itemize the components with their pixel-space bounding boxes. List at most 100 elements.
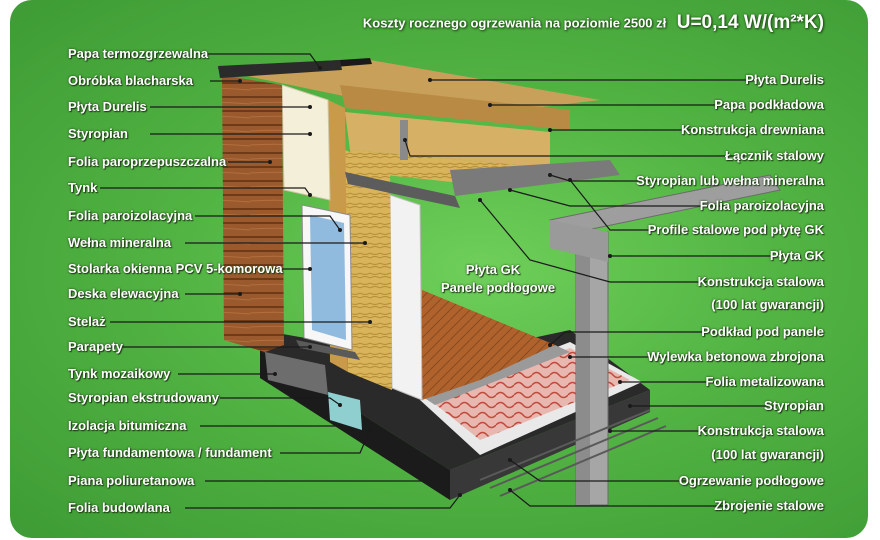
label-right-14: Konstrukcja stalowa [697,423,824,438]
label-left-4: Folia paroprzepuszczalna [68,154,227,169]
label-right-6: Profile stalowe pod płytę GK [647,222,824,237]
leader-dot [608,254,612,258]
leader-dot [508,488,512,492]
label-left-11: Parapety [68,339,123,354]
label-left-17: Folia budowlana [68,500,170,515]
window-sill [296,340,360,360]
leader-dot [508,188,512,192]
label-left-15: Płyta fundamentowa / fundament [68,445,272,460]
leader-line [404,139,745,157]
label-left-9: Deska elewacyjna [68,286,179,301]
ceiling-plasterboard [345,172,460,208]
label-left-6: Folia paroizolacyjna [68,208,193,223]
leader-dot [568,355,572,359]
leader-dot [308,193,312,197]
leader-dot [508,458,512,462]
leader-line [100,187,311,196]
steel-bracket [550,220,608,262]
label-right-5: Folia paroizolacyjna [699,198,824,213]
label-right-7: Płyta GK [769,248,824,263]
label-right-12: Folia metalizowana [705,374,824,389]
u-value-text: U=0,14 W/(m²*K) [676,12,824,33]
leader-dot [268,160,272,164]
heating-cost-text: Koszty rocznego ogrzewania na poziomie 2… [362,15,667,31]
leader-lines [100,53,785,509]
label-right-13: Styropian [764,398,824,413]
leader-line [185,494,461,509]
leader-dot [428,479,432,483]
leader-dot [368,428,372,432]
leader-dot [318,66,322,70]
leader-line [479,199,710,283]
label-right-4: Styropian lub wełna mineralna [636,173,824,188]
label-left-1: Obróbka blacharska [68,73,193,88]
label-left-2: Płyta Durelis [68,99,147,114]
leader-dot [338,403,342,407]
ceiling-steel-profiles [450,160,620,196]
leader-dot [608,429,612,433]
label-right-1: Papa podkładowa [714,97,824,112]
label-left-8: Stolarka okienna PCV 5-komorowa [68,261,283,276]
leader-line [195,215,341,231]
leader-line [569,179,655,231]
leader-dot [308,267,312,271]
leader-dot [368,320,372,324]
floor-parquet-field [422,290,555,400]
label-right-8: Konstrukcja stalowa [697,274,824,289]
floor-screed [420,345,570,405]
leader-dot [338,228,342,232]
leader-dot [238,79,242,83]
leader-dot [338,424,342,428]
label-left-16: Piana poliuretanowa [68,473,195,488]
label-right-0: Płyta Durelis [745,72,824,87]
leader-dot [628,404,632,408]
leader-line [280,429,371,454]
leader-dot [568,178,572,182]
wall-wood-siding [222,75,284,352]
label-right-17: Zbrojenie stalowe [714,498,824,513]
label-left-3: Styropian [68,126,128,141]
label-left-7: Wełna mineralna [68,235,172,250]
label-left-12: Tynk mozaikowy [68,366,171,381]
label-right-15: (100 lat gwarancji) [711,447,824,462]
plinth-mosaic [265,352,328,395]
roof-joists [345,112,550,168]
leader-dot [548,128,552,132]
roof-flashing [218,60,342,78]
label-center-panels: Panele podłogowe [440,280,556,295]
window-glass [310,215,346,340]
leader-dot [403,138,407,142]
leader-dot [363,241,367,245]
label-left-5: Tynk [68,180,98,195]
leader-dot [458,493,462,497]
steel-rebar [479,409,667,497]
label-right-11: Wylewka betonowa zbrojona [647,349,824,364]
wall-mineral-wool [345,150,392,390]
label-right-3: Łącznik stalowy [725,148,824,163]
label-left-10: Stelaż [68,314,106,329]
leader-dot [238,292,242,296]
leader-line [200,53,321,69]
building-cross-section [100,53,785,509]
xps-insulation [328,392,362,430]
wall-styrofoam [281,84,331,201]
leader-dot [488,103,492,107]
leader-line [220,397,341,406]
leader-dot [618,380,622,384]
leader-dot [428,78,432,82]
label-right-10: Podkład pod panele [701,324,824,339]
leader-line [549,331,715,346]
label-right-16: Ogrzewanie podłogowe [678,473,824,488]
header: Koszty rocznego ogrzewania na poziomie 2… [363,12,824,34]
label-center-gk: Płyta GK [465,262,521,277]
leader-dot [308,105,312,109]
label-right-9: (100 lat gwarancji) [711,297,824,312]
leader-line [509,489,730,507]
label-right-2: Konstrukcja drewniana [680,122,824,137]
leader-dot [478,198,482,202]
roof-timber-front [340,85,570,130]
leader-dot [548,173,552,177]
leader-dot [308,132,312,136]
label-left-14: Izolacja bitumiczna [68,418,187,433]
leader-dot [273,372,277,376]
